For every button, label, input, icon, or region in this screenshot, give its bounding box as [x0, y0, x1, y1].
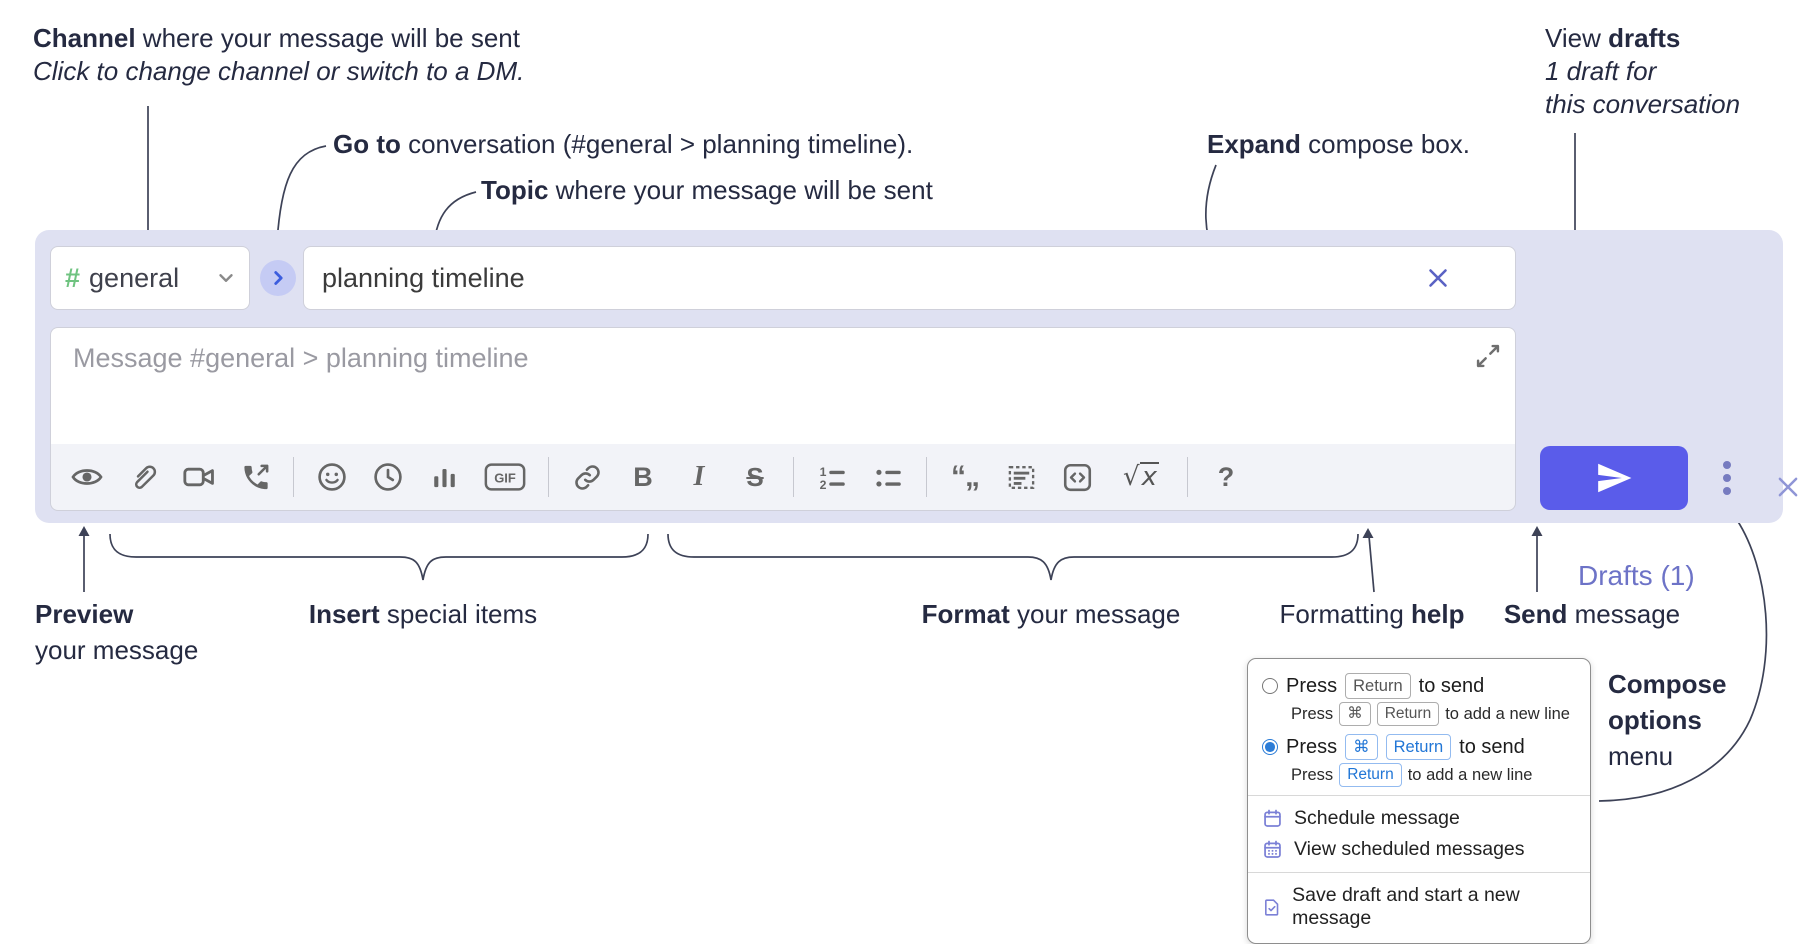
poll-chart-icon[interactable]: [426, 457, 462, 497]
send-option-cmd-return-subtext: Press Return to add a new line: [1291, 763, 1576, 787]
toolbar-divider: [1187, 457, 1188, 497]
channel-annotation: Channel where your message will be sent …: [33, 23, 525, 86]
quote-icon[interactable]: “„: [951, 460, 980, 493]
schedule-clock-icon[interactable]: [370, 457, 406, 497]
help-arrowhead: [1362, 528, 1374, 538]
calendar-icon: [1264, 809, 1281, 827]
svg-text:GIF: GIF: [494, 471, 516, 486]
math-icon[interactable]: √x: [1123, 462, 1159, 492]
send-option-return[interactable]: Press Return to send: [1262, 673, 1576, 699]
return-keycap: Return: [1385, 734, 1452, 760]
compose-options-popup: Press Return to send Press ⌘ Return to a…: [1247, 658, 1591, 944]
preview-arrowhead: [78, 526, 90, 536]
message-formatting-help-icon[interactable]: ?: [1217, 461, 1235, 492]
compose-options-menu-icon[interactable]: [1716, 452, 1738, 504]
channel-name: general: [89, 262, 180, 293]
compose-options-annotation: Compose options menu: [1608, 669, 1727, 771]
paper-plane-icon: [1598, 463, 1632, 493]
expand-compose-icon[interactable]: [1474, 342, 1502, 370]
popup-divider: [1248, 872, 1590, 873]
drafts-link[interactable]: Drafts (1): [1578, 560, 1695, 591]
return-keycap: Return: [1376, 702, 1440, 726]
bulleted-list-icon[interactable]: [870, 457, 906, 497]
topic-annotation: Topic where your message will be sent: [481, 175, 933, 205]
chevron-down-icon: [219, 274, 233, 282]
calendar-grid-icon: [1264, 840, 1281, 858]
menu-item-view-scheduled-messages[interactable]: View scheduled messages: [1262, 834, 1576, 865]
video-call-icon[interactable]: [181, 457, 217, 497]
radio-return-to-send[interactable]: [1262, 678, 1278, 694]
send-arrowhead: [1531, 526, 1543, 536]
svg-text:1: 1: [819, 465, 826, 479]
format-annotation: Format your message: [921, 599, 1181, 629]
send-option-cmd-return[interactable]: Press ⌘ Return to send: [1262, 734, 1576, 760]
link-icon[interactable]: [569, 457, 605, 497]
return-keycap: Return: [1339, 763, 1402, 787]
insert-annotation: Insert special items: [308, 599, 538, 629]
format-brace: [667, 533, 1359, 581]
channel-selector[interactable]: # general: [50, 246, 250, 310]
voice-call-icon[interactable]: [237, 457, 273, 497]
toolbar-divider: [793, 457, 794, 497]
message-compose-area: [50, 327, 1516, 444]
topic-input[interactable]: [303, 246, 1516, 310]
send-annotation: Send message: [1503, 599, 1681, 629]
send-option-return-subtext: Press ⌘ Return to add a new line: [1291, 702, 1576, 726]
preview-eye-icon[interactable]: [69, 457, 105, 497]
spoiler-icon[interactable]: [1003, 457, 1039, 497]
popup-divider: [1248, 795, 1590, 796]
svg-text:2: 2: [819, 478, 826, 492]
insert-brace: [109, 533, 649, 581]
return-keycap: Return: [1345, 673, 1411, 699]
menu-item-save-draft-new-message[interactable]: Save draft and start a new message: [1262, 880, 1576, 934]
attach-file-icon[interactable]: [125, 457, 161, 497]
bold-icon[interactable]: B: [633, 461, 653, 492]
gif-icon[interactable]: GIF: [482, 457, 528, 497]
clear-topic-icon[interactable]: [1426, 266, 1450, 290]
cmd-keycap: ⌘: [1345, 734, 1378, 760]
radio-cmd-return-to-send[interactable]: [1262, 739, 1278, 755]
close-compose-icon[interactable]: [1775, 474, 1801, 500]
expand-annotation: Expand compose box.: [1207, 129, 1471, 159]
strikethrough-icon[interactable]: S: [746, 461, 764, 492]
preview-annotation: Preview your message: [35, 599, 199, 665]
chevron-right-icon: [274, 271, 283, 285]
italic-icon[interactable]: I: [693, 461, 705, 492]
help-pointer-line: [1368, 535, 1375, 593]
formatting-help-annotation: Formatting help: [1279, 599, 1465, 629]
emoji-icon[interactable]: [314, 457, 350, 497]
toolbar-divider: [293, 457, 294, 497]
message-input[interactable]: [51, 328, 1515, 444]
menu-item-schedule-message[interactable]: Schedule message: [1262, 803, 1576, 834]
goto-annotation: Go to conversation (#general > planning …: [333, 129, 914, 159]
go-to-conversation-button[interactable]: [260, 260, 296, 296]
send-button[interactable]: [1540, 446, 1688, 510]
code-icon[interactable]: [1059, 457, 1095, 497]
toolbar-divider: [926, 457, 927, 497]
cmd-keycap: ⌘: [1339, 702, 1371, 726]
toolbar-divider: [548, 457, 549, 497]
goto-pointer-curve: [276, 145, 327, 243]
view-drafts-annotation: View drafts 1 draft for this conversatio…: [1545, 23, 1741, 119]
save-draft-icon: [1265, 898, 1279, 916]
channel-hash-icon: #: [65, 262, 81, 293]
